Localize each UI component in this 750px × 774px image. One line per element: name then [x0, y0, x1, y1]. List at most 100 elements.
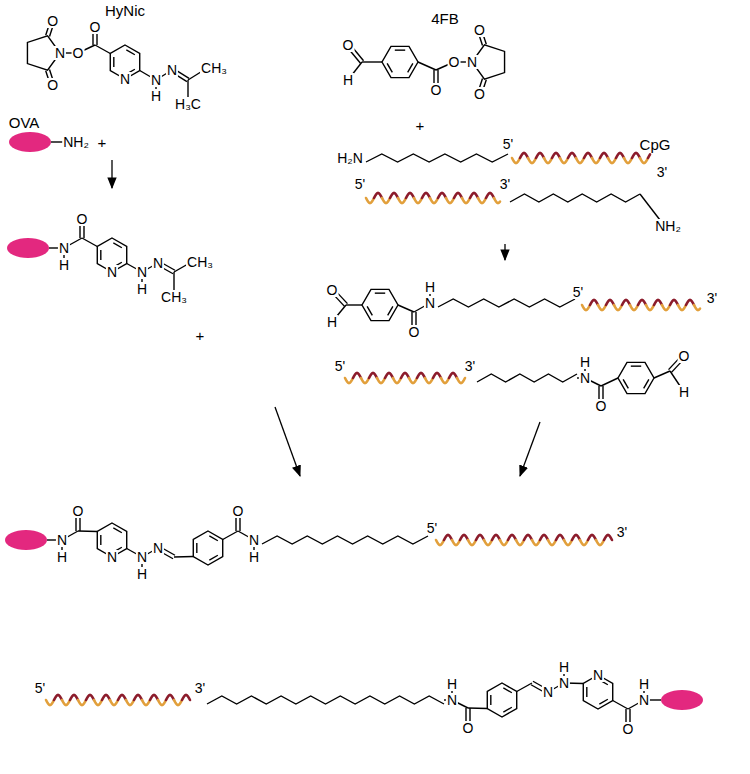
dna-strand — [572, 535, 580, 540]
atom-label: O — [89, 20, 102, 34]
bond-line — [126, 50, 135, 55]
dna-strand — [457, 378, 465, 383]
bond-line — [503, 688, 512, 693]
dna-strand — [616, 153, 624, 158]
structure-group: ONHNNHNCH₃CH₃ — [0, 190, 300, 405]
atom-label: 3' — [706, 291, 718, 305]
dna-strand — [353, 373, 361, 378]
dna-strand — [393, 378, 401, 383]
bond-line — [82, 238, 97, 247]
bond-line — [586, 687, 587, 697]
atom-label: HyNic — [104, 3, 146, 18]
atom-label: O — [342, 38, 355, 52]
dna-strand — [528, 158, 536, 163]
atom-label: O — [72, 46, 85, 60]
atom-label: H — [558, 660, 570, 674]
atom-label: O — [473, 23, 486, 37]
atom-label: N — [558, 676, 570, 690]
structure-group: HyNicOVAOONOONNHNCH₃H₃CNH₂ — [0, 0, 240, 158]
bond-line — [187, 80, 188, 98]
bond-line — [517, 683, 532, 692]
bond-line — [196, 543, 197, 553]
bond-line — [388, 306, 393, 315]
atom-label: H — [150, 89, 162, 103]
dna-strand — [462, 198, 470, 203]
dna-strand — [590, 300, 598, 305]
dna-strand — [369, 373, 377, 378]
dna-strand — [62, 700, 70, 705]
atom-label: O — [46, 14, 59, 28]
dna-strand — [409, 378, 417, 383]
reaction-arrow — [520, 422, 540, 476]
atom-label: H — [248, 550, 260, 564]
atom-label: N — [542, 685, 554, 699]
bond-line — [100, 535, 101, 545]
bond-line — [640, 194, 660, 220]
dna-strand — [425, 378, 433, 383]
protein-ellipse — [7, 238, 49, 258]
atom-label: H — [579, 355, 591, 369]
dna-strand — [374, 193, 382, 198]
dna-strand — [401, 373, 409, 378]
atom-label: N — [136, 265, 148, 279]
dna-strand — [422, 193, 430, 198]
bond-line — [631, 365, 641, 366]
dna-strand — [532, 540, 540, 545]
dna-strand — [382, 198, 390, 203]
dna-strand — [568, 153, 576, 158]
atom-label: H — [56, 550, 68, 564]
dna-strand — [670, 300, 678, 305]
dna-strand — [398, 198, 406, 203]
atom-label: 5' — [334, 359, 346, 373]
dna-strand — [441, 378, 449, 383]
atom-label: N — [58, 241, 70, 255]
atom-label: O — [76, 212, 89, 226]
atom-label: N — [248, 533, 260, 547]
dna-strand — [486, 193, 494, 198]
dna-strand — [556, 535, 564, 540]
atom-label: 4FB — [430, 11, 460, 26]
plus-sign: + — [415, 118, 426, 133]
dna-strand — [632, 153, 640, 158]
structure-group: 4FBOHOONOOH₂N5'CpG3'5'3'NH₂ — [320, 0, 700, 242]
plus-sign: + — [97, 135, 108, 150]
protein-ellipse — [5, 530, 47, 550]
dna-strand — [150, 695, 158, 700]
dna-strand — [438, 193, 446, 198]
dna-strand — [608, 158, 616, 163]
dna-strand — [478, 198, 486, 203]
dna-strand — [449, 373, 457, 378]
dna-strand — [94, 700, 102, 705]
dna-strand — [452, 540, 460, 545]
bond-line — [418, 62, 436, 70]
bond-line — [209, 536, 218, 541]
atom-label: 3' — [464, 359, 476, 373]
reaction-arrow — [111, 160, 112, 188]
dna-strand — [640, 158, 648, 163]
atom-label: N — [56, 533, 68, 547]
atom-label: O — [473, 87, 486, 101]
dna-strand — [102, 695, 110, 700]
atom-label: 5' — [426, 521, 438, 535]
atom-label: H — [638, 677, 650, 691]
atom-label: N — [592, 668, 604, 682]
dna-strand — [624, 158, 632, 163]
reaction-arrow — [275, 407, 300, 476]
bond-line — [173, 272, 174, 290]
atom-label: O — [430, 83, 443, 97]
bond-line — [223, 531, 238, 540]
atom-label: OVA — [8, 115, 41, 130]
bond-line — [209, 555, 218, 560]
dna-strand — [548, 540, 556, 545]
dna-strand — [70, 695, 78, 700]
atom-label: CH₃ — [186, 255, 214, 269]
dna-strand — [662, 305, 670, 310]
bond-line — [346, 304, 362, 305]
dna-strand — [512, 158, 520, 163]
atom-label: O — [326, 283, 339, 297]
dna-strand — [560, 158, 568, 163]
dna-strand — [454, 193, 462, 198]
dna-strand — [134, 695, 142, 700]
atom-label: N — [638, 693, 650, 707]
atom-label: O — [232, 504, 245, 518]
